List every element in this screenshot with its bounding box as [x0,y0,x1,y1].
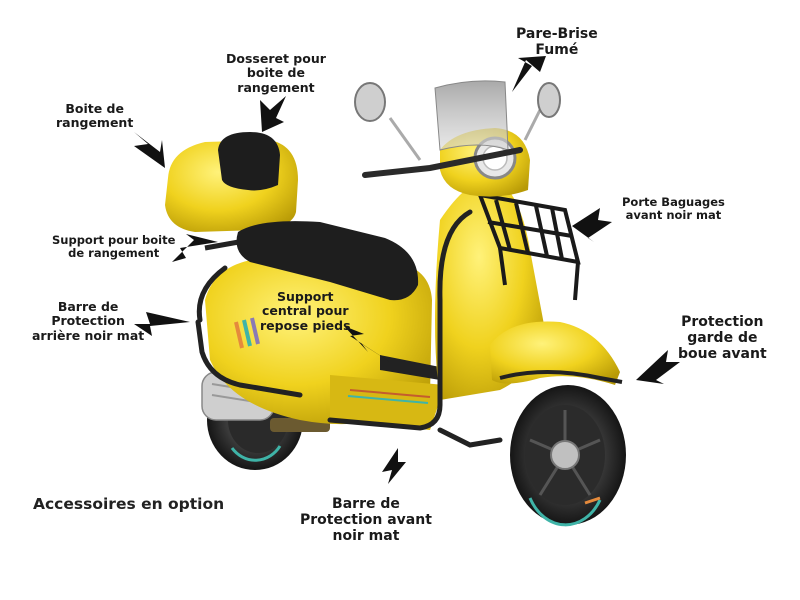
front-fender [490,321,620,385]
front-protection-bar [327,209,503,448]
arrow-barre-avant [382,448,406,484]
label-protection-garde: Protection garde de boue avant [678,314,767,363]
label-dosseret: Dosseret pour boite de rangement [226,51,326,95]
arrow-protection-garde [636,350,680,384]
central-footrest [380,355,445,380]
fender-protection [499,370,623,384]
handlebar [362,109,542,178]
arrow-support-central [344,326,390,362]
label-support-central: Support central pour repose pieds [260,289,351,333]
front-rack [476,192,581,301]
body-stripes [234,317,260,349]
arrow-support-boite [172,234,218,262]
arrow-dosseret [260,96,286,132]
rear-protection-bar [195,265,303,398]
label-barre-avant: Barre de Protection avant noir mat [300,496,432,545]
seat [236,221,419,301]
arrow-boite [134,132,165,168]
floorboard [330,375,445,430]
top-case [165,132,298,232]
arrow-porte-bagages [572,208,612,242]
label-boite: Boite de rangement [56,101,134,131]
arrow-barre-arriere [134,312,190,336]
front-wheel [510,385,626,527]
right-mirror [537,82,561,118]
footer-caption: Accessoires en option [33,495,225,513]
arrow-pare-brise [512,56,546,92]
label-barre-arriere: Barre de Protection arrière noir mat [32,299,145,343]
label-porte-bagages: Porte Baguages avant noir mat [622,195,725,223]
callout-arrows [134,56,680,484]
windshield [434,80,509,151]
label-pare-brise: Pare-Brise Fumé [516,26,598,59]
left-mirror [354,82,386,122]
label-support-boite: Support pour boite de rangement [52,233,176,261]
